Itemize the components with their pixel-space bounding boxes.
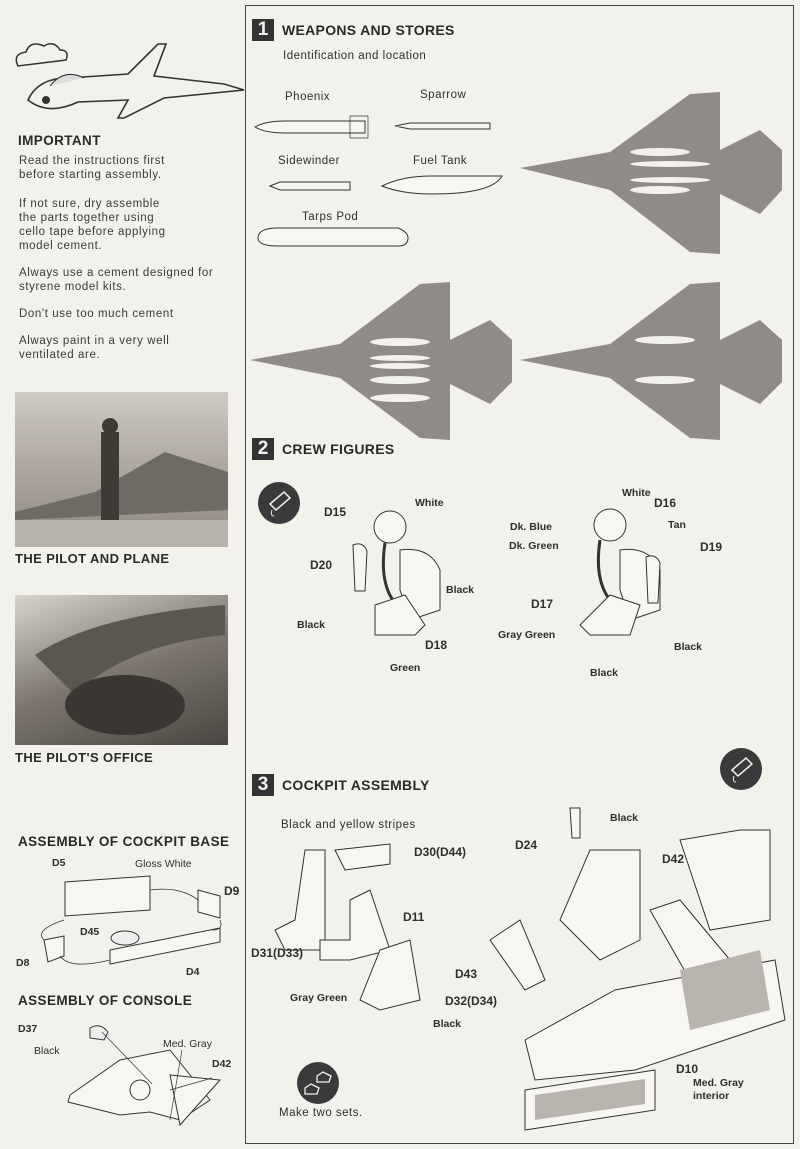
part-label: D43 <box>455 967 478 981</box>
part-label: D8 <box>16 957 30 969</box>
cartoon-jet-illustration <box>15 43 245 119</box>
part-label: D9 <box>224 884 240 898</box>
console-heading: ASSEMBLY OF CONSOLE <box>18 993 193 1008</box>
paint-label: Black <box>446 584 475 596</box>
paint-label: interior <box>693 1090 730 1102</box>
paint-label: White <box>415 497 444 509</box>
photo-caption: THE PILOT AND PLANE <box>15 551 170 566</box>
important-paragraph: Always use a cement designed for styrene… <box>19 267 214 293</box>
paint-label: Dk. Blue <box>510 521 553 533</box>
section-1-header: 1 WEAPONS AND STORES <box>252 19 455 41</box>
part-label: D11 <box>403 910 425 924</box>
console-diagram <box>67 1025 222 1127</box>
section-subtitle: Identification and location <box>283 50 427 62</box>
section-3-header: 3 COCKPIT ASSEMBLY <box>252 774 430 796</box>
paint-label: Black <box>297 619 326 631</box>
section-2-header: 2 CREW FIGURES <box>252 438 395 460</box>
ejection-seat-diagram <box>274 843 421 1011</box>
make-two-sets-icon <box>297 1062 339 1104</box>
cockpit-base-diagram <box>41 875 222 965</box>
section-title: COCKPIT ASSEMBLY <box>282 777 430 793</box>
part-label: D20 <box>310 558 333 572</box>
part-label: D10 <box>676 1062 699 1076</box>
paint-label: Black <box>433 1018 462 1030</box>
instructions-panel <box>245 5 794 1144</box>
step-number: 1 <box>252 19 274 41</box>
part-label: D24 <box>515 838 538 852</box>
part-label: D32(D34) <box>445 994 498 1008</box>
paint-label: Gloss White <box>135 858 192 870</box>
paint-label: Tan <box>668 519 686 531</box>
store-label-sparrow: Sparrow <box>420 89 467 101</box>
paint-label: Black <box>34 1045 60 1057</box>
paint-label: Gray Green <box>290 992 348 1004</box>
store-label-fuel-tank: Fuel Tank <box>413 155 468 167</box>
important-paragraph: Don't use too much cement <box>19 308 174 320</box>
step-number: 3 <box>252 774 274 796</box>
part-label: D42 <box>212 1058 232 1070</box>
part-label: D16 <box>654 496 677 510</box>
pilot-office-photo <box>15 595 228 745</box>
paint-label: Black <box>590 667 619 679</box>
paint-label: Green <box>390 662 421 674</box>
paint-label: White <box>622 487 651 499</box>
important-paragraph: Read the instructions first before start… <box>19 155 165 181</box>
plane-top-view-3 <box>520 282 782 440</box>
pilot-and-plane-photo <box>15 392 228 547</box>
paint-label: Dk. Green <box>509 540 559 552</box>
part-label: D37 <box>18 1023 38 1035</box>
part-label: D42 <box>662 852 685 866</box>
section-title: CREW FIGURES <box>282 441 395 457</box>
store-label-tarps-pod: Tarps Pod <box>302 211 359 223</box>
paint-label: Black <box>610 812 639 824</box>
part-label: D18 <box>425 638 448 652</box>
part-label: D15 <box>324 505 347 519</box>
cockpit-tub-diagram <box>489 807 786 1131</box>
part-label: D19 <box>700 540 723 554</box>
part-label: D30(D44) <box>414 845 467 859</box>
part-label: D4 <box>186 966 200 978</box>
glue-tube-icon <box>720 748 762 790</box>
glue-tube-icon <box>258 482 300 524</box>
step-number: 2 <box>252 438 274 460</box>
paint-label: Med. Gray <box>693 1077 744 1089</box>
crew-figure-2 <box>579 508 661 636</box>
crew-figure-1 <box>352 510 441 636</box>
store-label-phoenix: Phoenix <box>285 91 331 103</box>
store-label-sidewinder: Sidewinder <box>278 155 340 167</box>
section-title: WEAPONS AND STORES <box>282 22 455 38</box>
paint-label: Gray Green <box>498 629 556 641</box>
cockpit-base-heading: ASSEMBLY OF COCKPIT BASE <box>18 834 230 849</box>
make-two-sets-note: Make two sets. <box>279 1107 363 1119</box>
part-label: D17 <box>531 597 554 611</box>
important-heading: IMPORTANT <box>18 133 101 148</box>
part-label: D5 <box>52 857 66 869</box>
important-paragraph: Always paint in a very well ventilated a… <box>19 335 170 361</box>
part-label: D45 <box>80 926 100 938</box>
stores-drawings <box>254 115 503 247</box>
paint-label: Med. Gray <box>163 1038 213 1050</box>
paint-label: Black <box>674 641 703 653</box>
part-label: D31(D33) <box>251 946 304 960</box>
important-paragraph: If not sure, dry assemble the parts toge… <box>19 198 166 252</box>
plane-top-view-1 <box>520 92 782 254</box>
photo-caption: THE PILOT'S OFFICE <box>15 750 154 765</box>
paint-note: Black and yellow stripes <box>281 819 416 831</box>
plane-top-view-2 <box>250 282 512 440</box>
